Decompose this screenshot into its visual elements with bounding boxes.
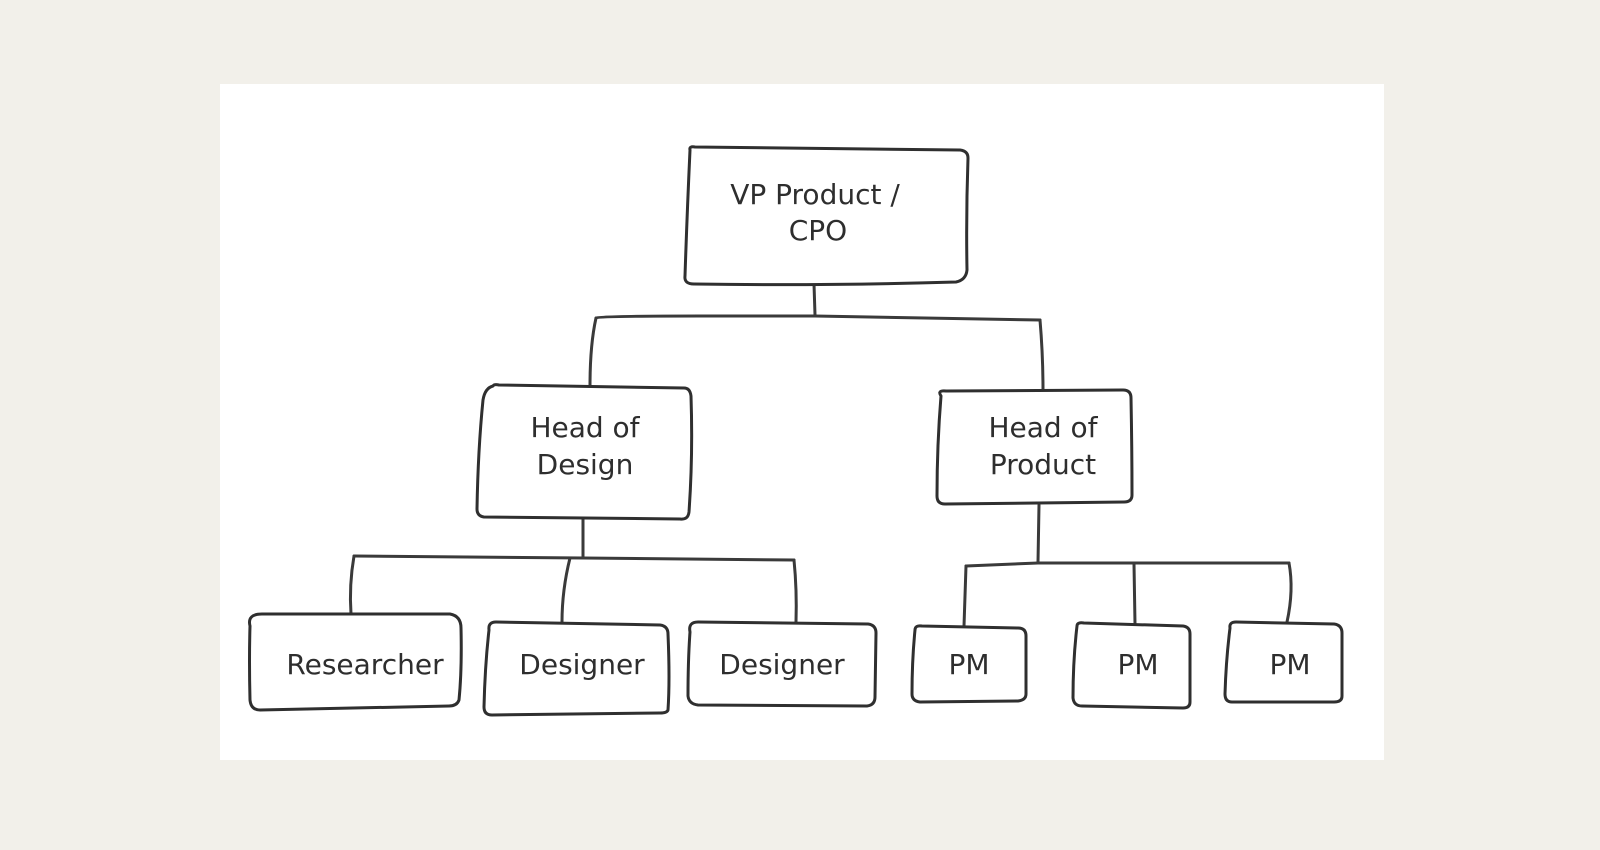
node-pm-3[interactable]: PM xyxy=(1223,620,1344,704)
connector-to-pm-2 xyxy=(1132,562,1137,626)
node-head-of-design-label-line2: Design xyxy=(537,448,634,481)
connector-design-bar xyxy=(352,554,796,562)
connector-to-head-product xyxy=(1038,318,1045,392)
node-pm-2-label: PM xyxy=(1117,648,1158,681)
node-head-of-product-label-line1: Head of xyxy=(988,411,1098,444)
connector-to-pm-3 xyxy=(1285,561,1293,624)
node-pm-3-label: PM xyxy=(1269,648,1310,681)
node-researcher-label: Researcher xyxy=(286,648,444,681)
connector-root-stem xyxy=(812,282,817,317)
connector-to-designer-2 xyxy=(792,558,798,624)
connector-head-product-stem xyxy=(1036,503,1041,564)
connector-level1-bar xyxy=(594,314,1042,322)
node-pm-2[interactable]: PM xyxy=(1071,621,1192,710)
node-designer-2-label: Designer xyxy=(719,648,845,681)
connector-product-bar xyxy=(964,561,1291,568)
connector-to-pm-1 xyxy=(962,564,968,628)
connector-to-designer-1 xyxy=(560,556,572,624)
node-head-of-product-label-line2: Product xyxy=(990,448,1096,481)
connector-to-head-design xyxy=(588,316,598,388)
connectors xyxy=(348,282,1293,628)
node-pm-1-label: PM xyxy=(948,648,989,681)
node-root-label-line2: CPO xyxy=(789,214,847,247)
node-researcher[interactable]: Researcher xyxy=(248,612,463,712)
node-root[interactable]: VP Product / CPO xyxy=(683,145,970,287)
node-head-of-design[interactable]: Head of Design xyxy=(475,383,694,521)
node-root-label-line1: VP Product / xyxy=(730,178,900,211)
connector-to-researcher xyxy=(348,554,356,616)
node-designer-1-label: Designer xyxy=(519,648,645,681)
node-designer-2[interactable]: Designer xyxy=(686,620,878,708)
node-designer-1[interactable]: Designer xyxy=(482,620,671,717)
node-pm-1[interactable]: PM xyxy=(910,624,1028,704)
node-head-of-design-label-line1: Head of xyxy=(530,411,640,444)
node-head-of-product[interactable]: Head of Product xyxy=(935,388,1134,506)
